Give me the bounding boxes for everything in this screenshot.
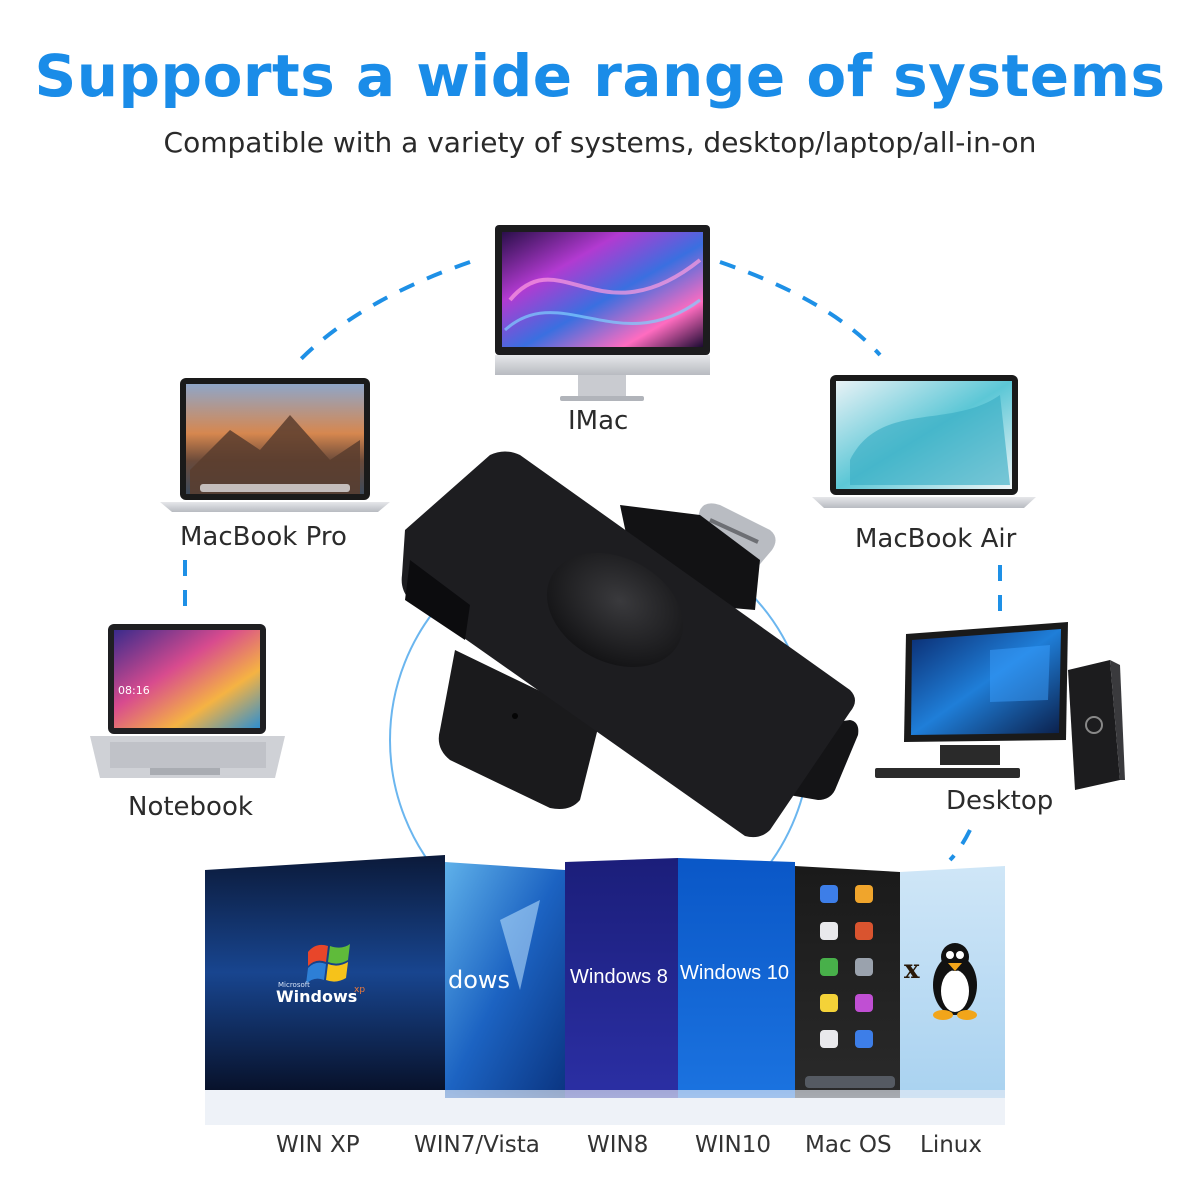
linux-logo: x xyxy=(904,955,920,985)
xp-logo: Windows xyxy=(276,987,357,1006)
win10-logo: Windows 10 xyxy=(680,962,789,984)
os-label-win10: WIN10 xyxy=(695,1132,771,1158)
os-label-win7-vista: WIN7/Vista xyxy=(414,1132,540,1158)
macbook-air-label: MacBook Air xyxy=(855,524,1017,554)
windows-7-panel xyxy=(445,862,565,1098)
linux-panel xyxy=(900,866,1005,1098)
macbook-pro-icon xyxy=(160,378,390,512)
panel-reflection xyxy=(200,1090,1010,1200)
notebook-clock: 08:16 xyxy=(118,684,150,697)
win7-logo: dows xyxy=(448,966,510,994)
os-label-win-xp: WIN XP xyxy=(276,1132,360,1158)
app-icons xyxy=(805,885,895,1088)
xp-logo-sup: xp xyxy=(354,985,365,995)
dashed-connection-arc xyxy=(183,260,1002,862)
notebook-icon xyxy=(90,624,285,778)
windows-10-panel xyxy=(678,858,795,1098)
imac-label: IMac xyxy=(568,406,629,436)
os-label-mac-os: Mac OS xyxy=(805,1132,892,1158)
os-label-linux: Linux xyxy=(920,1132,982,1158)
notebook-label: Notebook xyxy=(128,792,253,822)
macbook-air-icon xyxy=(812,375,1036,508)
page-subtitle: Compatible with a variety of systems, de… xyxy=(163,126,1037,159)
smart-card-reader-icon xyxy=(401,451,859,838)
windows-flag-icon xyxy=(306,944,350,984)
desktop-label: Desktop xyxy=(946,786,1054,816)
desktop-icon xyxy=(875,622,1125,790)
macbook-pro-label: MacBook Pro xyxy=(180,522,347,552)
windows-8-panel xyxy=(565,858,678,1098)
tux-penguin-icon xyxy=(933,943,977,1020)
imac-icon xyxy=(495,225,710,401)
page-title: Supports a wide range of systems xyxy=(34,42,1166,110)
os-label-win8: WIN8 xyxy=(587,1132,649,1158)
os-panels xyxy=(200,855,1010,1200)
xp-logo-small: Microsoft xyxy=(278,981,310,989)
win8-logo: Windows 8 xyxy=(570,966,668,988)
mac-os-panel xyxy=(795,866,900,1098)
windows-xp-panel xyxy=(205,855,445,1090)
